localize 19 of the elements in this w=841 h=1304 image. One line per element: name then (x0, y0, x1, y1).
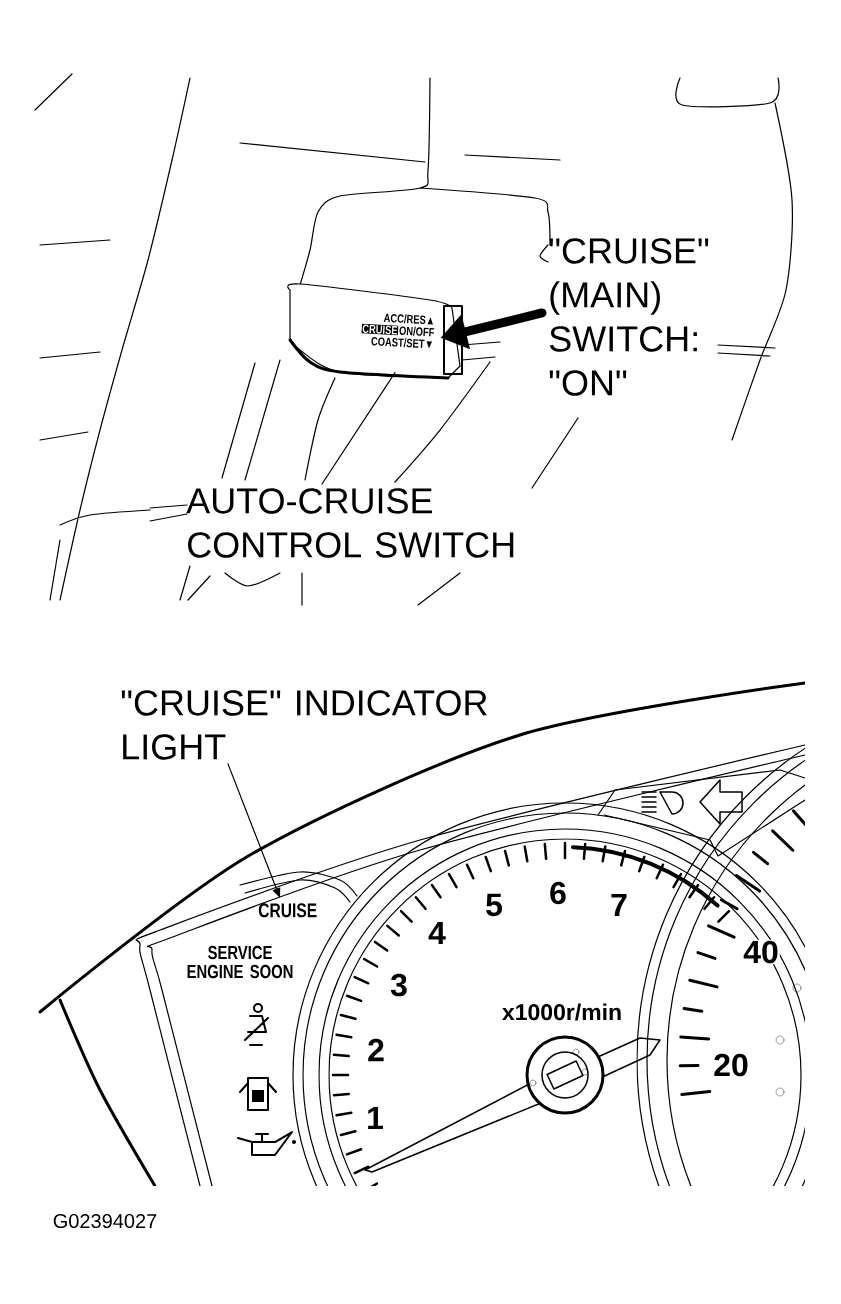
leader-line (321, 372, 396, 485)
callout-label: "CRUISE" (MAIN) SWITCH: "ON" (549, 238, 709, 396)
unit-label: x1000r/min (502, 1003, 621, 1021)
dial-number: 4 (428, 922, 446, 944)
leader-arrow (227, 763, 281, 898)
dial-number: 3 (390, 973, 407, 997)
dial-number: 7 (611, 894, 627, 916)
dial-number: 20 (712, 1052, 750, 1078)
callout-label: "CRUISE" INDICATOR LIGHT (121, 690, 487, 760)
dial-number: 2 (368, 1038, 384, 1062)
switch-stalk: ACC/RES▲ CRUISE ON/OFF COAST/SET▼ (287, 283, 463, 380)
dial-number: 40 (742, 939, 780, 965)
dial-number: 1 (368, 1107, 383, 1129)
dial-number: 6 (550, 881, 566, 905)
dial-number: 5 (486, 893, 502, 917)
indicator-text: CRUISE (258, 903, 317, 918)
figure-code: G02394027 (53, 1213, 157, 1229)
warning-text: SERVICE ENGINE SOON (187, 945, 293, 979)
callout-label: AUTO-CRUISE CONTROL SWITCH (186, 488, 514, 558)
